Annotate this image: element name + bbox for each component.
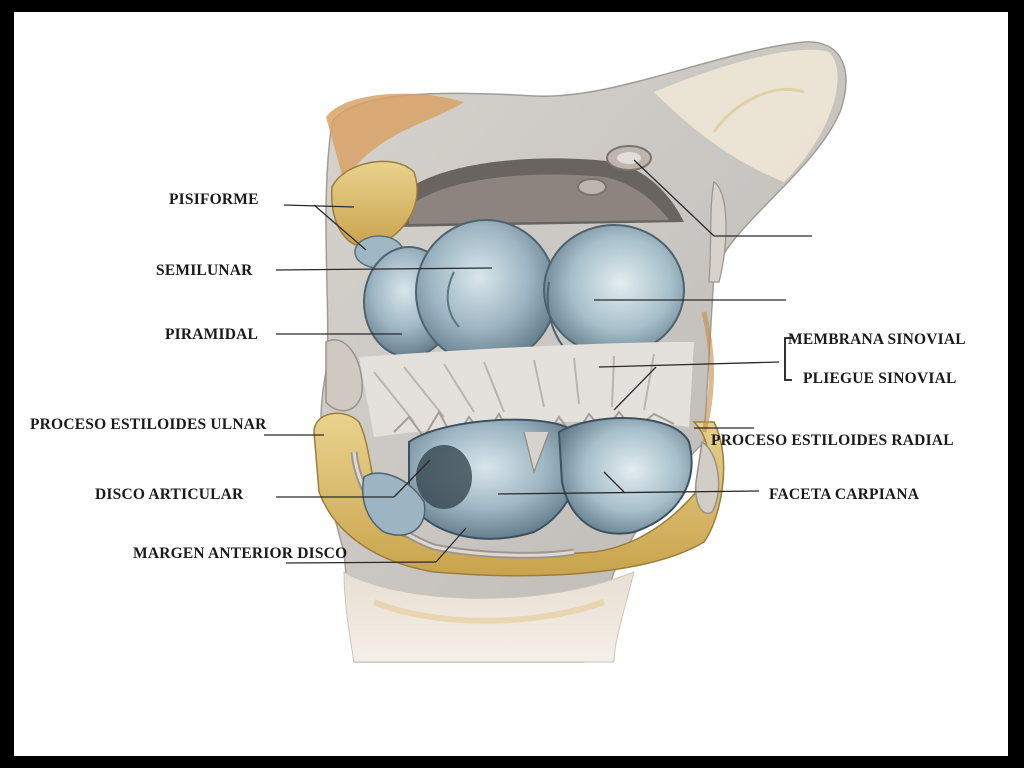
wrist-joint-illustration bbox=[313, 41, 847, 663]
figure-frame: PISIFORME SEMILUNAR PIRAMIDAL PROCESO ES… bbox=[14, 12, 1008, 756]
synovial-bracket bbox=[784, 337, 792, 381]
label-membrana-sinovial: MEMBRANA SINOVIAL bbox=[788, 331, 966, 348]
label-proceso-estiloides-ulnar: PROCESO ESTILOIDES ULNAR bbox=[30, 416, 267, 433]
label-disco-articular: DISCO ARTICULAR bbox=[95, 486, 244, 503]
label-pliegue-sinovial: PLIEGUE SINOVIAL bbox=[803, 370, 957, 387]
label-proceso-estiloides-radial: PROCESO ESTILOIDES RADIAL bbox=[711, 432, 954, 449]
label-semilunar: SEMILUNAR bbox=[156, 262, 253, 279]
label-margen-anterior-disco: MARGEN ANTERIOR DISCO bbox=[133, 545, 348, 562]
label-pisiforme: PISIFORME bbox=[169, 191, 259, 208]
label-faceta-carpiana: FACETA CARPIANA bbox=[769, 486, 920, 503]
label-piramidal: PIRAMIDAL bbox=[165, 326, 259, 343]
